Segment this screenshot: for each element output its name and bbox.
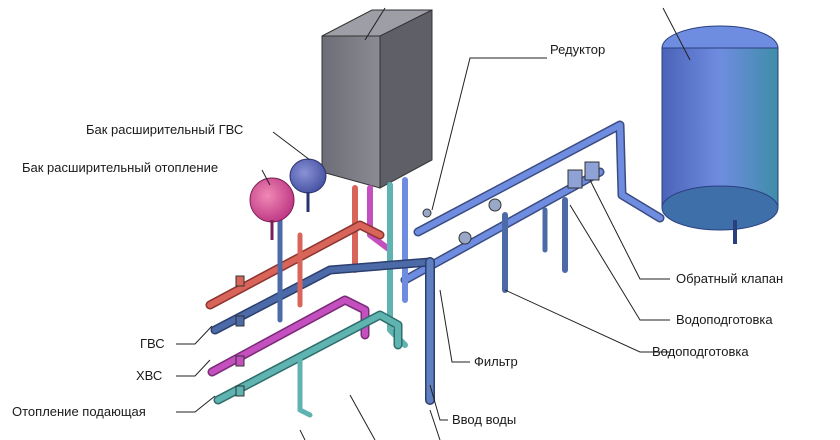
label-dhw: ГВС bbox=[140, 336, 165, 351]
fittings bbox=[235, 161, 600, 397]
expansion-tank bbox=[661, 25, 779, 244]
boiler bbox=[321, 9, 433, 189]
leader-lines bbox=[176, 7, 691, 440]
labels: Редуктор Бак расширительный ГВС Бак расш… bbox=[12, 42, 783, 427]
label-cold-water: ХВС bbox=[136, 368, 162, 383]
label-water-treatment-1: Водоподготовка bbox=[676, 312, 773, 327]
label-heating-supply: Отопление подающая bbox=[12, 404, 146, 419]
dhw-expansion-tank bbox=[289, 158, 327, 212]
label-water-inlet: Ввод воды bbox=[452, 412, 516, 427]
label-reducer: Редуктор bbox=[550, 42, 605, 57]
label-filter: Фильтр bbox=[474, 354, 518, 369]
label-dhw-expansion-tank: Бак расширительный ГВС bbox=[86, 122, 243, 137]
pipes bbox=[205, 120, 665, 418]
label-heating-expansion-tank: Бак расширительный отопление bbox=[22, 160, 218, 175]
heating-expansion-tank bbox=[249, 177, 295, 240]
label-check-valve: Обратный клапан bbox=[676, 271, 783, 286]
label-water-treatment-2: Водоподготовка bbox=[652, 344, 749, 359]
